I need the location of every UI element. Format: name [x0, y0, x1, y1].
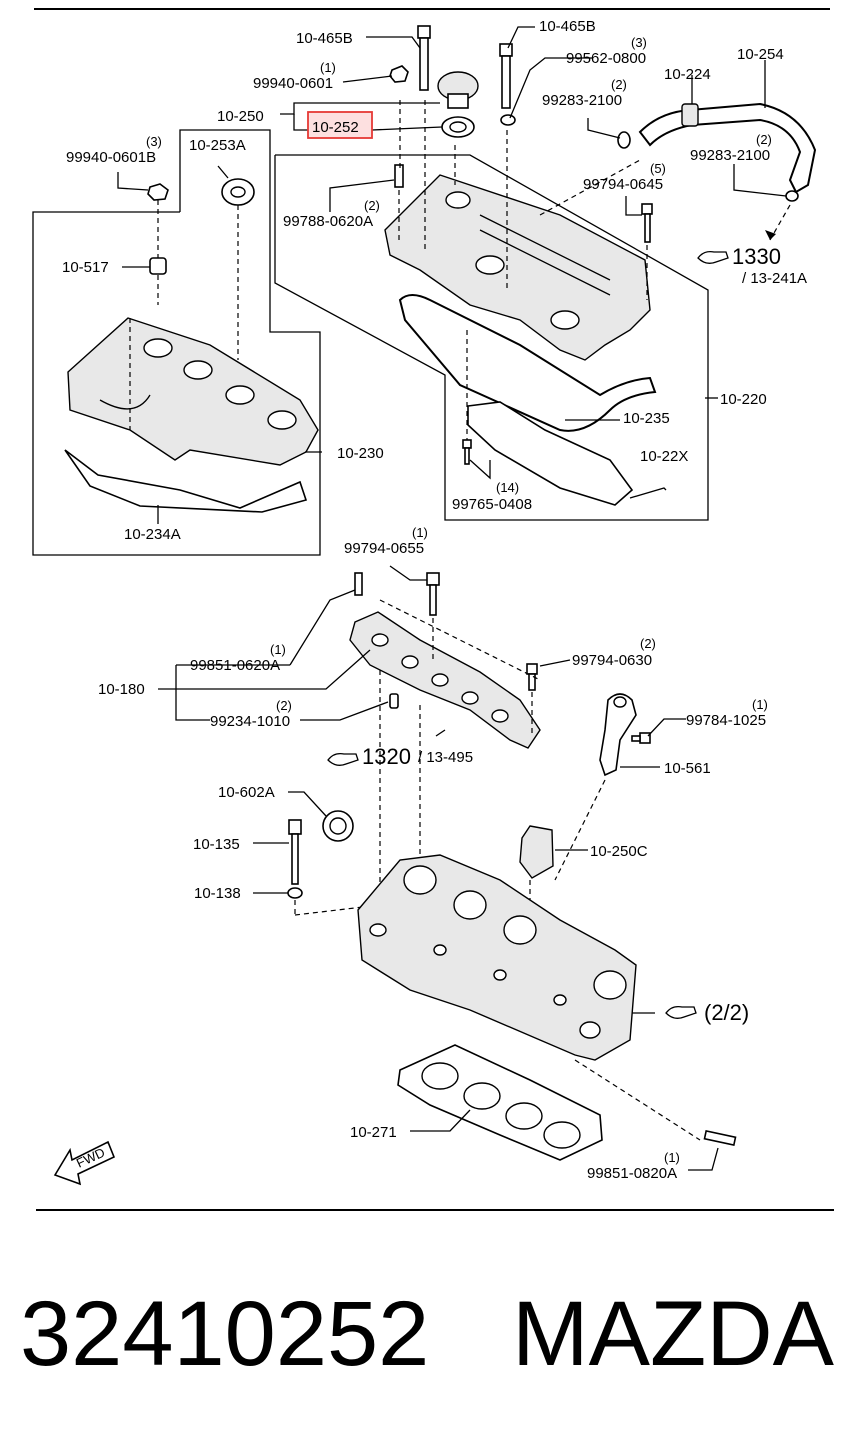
joint-10-224 [681, 103, 699, 127]
label-10-224: 10-224 [664, 66, 711, 83]
stud-99851-0620a [354, 572, 363, 596]
baffle-plate-10-22x [467, 401, 634, 506]
qty-99788-0620a: (2) [364, 198, 380, 213]
label-99940-0601b: 99940-0601B [66, 149, 156, 166]
label-10-234a: 10-234A [124, 526, 181, 543]
label-10-250: 10-250 [217, 108, 264, 125]
cylinder-head-cover-10-220 [384, 174, 651, 361]
label-99283-2100-b: 99283-2100 [690, 147, 770, 164]
stud-99851-0820a [703, 1130, 737, 1146]
heat-shield-10-234a [64, 449, 308, 513]
highlight-box-10-252[interactable] [307, 111, 373, 139]
nut-99940-0601 [389, 65, 409, 83]
washer-10-138 [287, 887, 303, 899]
label-10-465b-left: 10-465B [296, 30, 353, 47]
hose-clamp-99283-2100-a [617, 131, 631, 149]
label-10-254: 10-254 [737, 46, 784, 63]
bolt-99794-0655 [426, 572, 440, 586]
label-10-235: 10-235 [623, 410, 670, 427]
qty-99794-0630: (2) [640, 636, 656, 651]
label-99851-0620a: 99851-0620A [190, 657, 280, 674]
bolt-99794-0645 [641, 203, 653, 215]
label-10-271: 10-271 [350, 1124, 397, 1141]
label-10-253a: 10-253A [189, 137, 246, 154]
qty-99940-0601: (1) [320, 60, 336, 75]
collar-10-517 [149, 257, 167, 275]
reference-icon-2-2[interactable] [665, 1005, 697, 1019]
leader-lines-top [117, 26, 787, 524]
label-99765-0408: 99765-0408 [452, 496, 532, 513]
cylinder-head [357, 854, 637, 1061]
nut-99940-0601b [147, 183, 169, 201]
label-99784-1025: 99784-1025 [686, 712, 766, 729]
reference-icon-1320[interactable] [327, 752, 359, 766]
hose-clamp-99283-2100-b [785, 190, 799, 202]
qty-99784-1025: (1) [752, 697, 768, 712]
label-10-135: 10-135 [193, 836, 240, 853]
brand-name: MAZDA [512, 1283, 834, 1385]
dowel-99234-1010 [389, 693, 399, 709]
part-number: 32410252 [20, 1283, 430, 1385]
label-10-561: 10-561 [664, 760, 711, 777]
qty-99562-0800: (3) [631, 35, 647, 50]
label-10-602a: 10-602A [218, 784, 275, 801]
qty-99765-0408: (14) [496, 480, 519, 495]
bolt-10-465b-right [499, 43, 513, 57]
box-10-230 [32, 129, 321, 556]
label-10-138: 10-138 [194, 885, 241, 902]
label-99788-0620a: 99788-0620A [283, 213, 373, 230]
label-99940-0601: 99940-0601 [253, 75, 333, 92]
bolt-99784-1025 [639, 732, 651, 744]
label-10-220: 10-220 [720, 391, 767, 408]
qty-99794-0645: (5) [650, 161, 666, 176]
qty-99794-0655: (1) [412, 525, 428, 540]
forward-arrow: FWD [53, 1140, 116, 1186]
head-bolt-10-135 [288, 819, 302, 835]
label-13-241a: / 13-241A [742, 270, 807, 287]
label-10-22x: 10-22X [640, 448, 688, 465]
box-10-220 [274, 154, 709, 521]
stud-99788-0620a [394, 164, 404, 188]
cover-10-250c [519, 825, 554, 879]
bolt-99765-0408 [462, 439, 472, 449]
label-99283-2100-a: 99283-2100 [542, 92, 622, 109]
qty-99940-0601b: (3) [146, 134, 162, 149]
qty-99851-0820a: (1) [664, 1150, 680, 1165]
leader-lines-bottom [158, 565, 719, 1171]
label-2-2: (2/2) [704, 1000, 749, 1025]
part-labels: 10-465B 10-465B (1) 99940-0601 (3) 99562… [62, 18, 807, 1182]
heat-shield-10-230 [67, 317, 319, 466]
label-10-180: 10-180 [98, 681, 145, 698]
gasket-10-235 [398, 294, 657, 432]
label-99794-0655: 99794-0655 [344, 540, 424, 557]
qty-99283-2100-a: (2) [611, 77, 627, 92]
label-13-495: / 13-495 [418, 749, 473, 766]
label-1320: 1320 [362, 744, 411, 769]
label-99851-0820a: 99851-0820A [587, 1165, 677, 1182]
qty-99283-2100-b: (2) [756, 132, 772, 147]
qty-99851-0620a: (1) [270, 642, 286, 657]
label-99234-1010: 99234-1010 [210, 713, 290, 730]
label-99794-0645: 99794-0645 [583, 176, 663, 193]
reference-icon-1330[interactable] [697, 250, 729, 264]
washer-99562-0800 [500, 114, 516, 126]
label-10-230: 10-230 [337, 445, 384, 462]
label-10-250c: 10-250C [590, 843, 648, 860]
bolt-10-465b-left [417, 25, 431, 39]
label-10-465b-right: 10-465B [539, 18, 596, 35]
qty-99234-1010: (2) [276, 698, 292, 713]
bolt-99794-0630 [526, 663, 538, 675]
label-99794-0630: 99794-0630 [572, 652, 652, 669]
label-1330: 1330 [732, 244, 781, 269]
label-10-517: 10-517 [62, 259, 109, 276]
label-99562-0800: 99562-0800 [566, 50, 646, 67]
label-10-252[interactable]: 10-252 [312, 119, 359, 136]
engine-hanger-10-561 [599, 693, 637, 777]
